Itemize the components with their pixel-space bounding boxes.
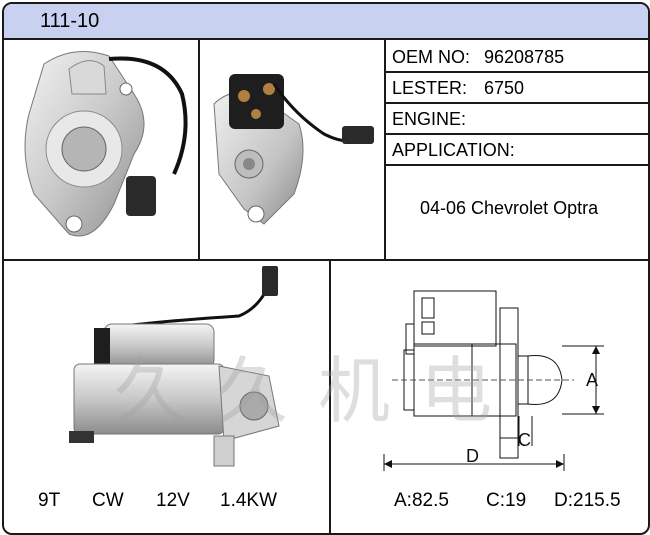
part-number: 111-10 xyxy=(40,10,100,32)
divider xyxy=(329,260,331,533)
dimension-label-d: D xyxy=(466,446,479,466)
divider xyxy=(4,259,648,261)
divider xyxy=(384,102,648,104)
oem-label: OEM NO: xyxy=(392,47,471,67)
dimension-label-c: C xyxy=(518,430,531,450)
application-value: 04-06 Chevrolet Optra xyxy=(420,198,599,218)
header-bar: 111-10 xyxy=(4,4,648,40)
engine-label: ENGINE: xyxy=(392,109,467,129)
lester-label: LESTER: xyxy=(392,78,468,98)
watermark-text: 久久机电 xyxy=(114,349,523,433)
divider xyxy=(198,38,200,260)
divider xyxy=(384,133,648,135)
spec-voltage: 12V xyxy=(156,490,190,511)
application-label: APPLICATION: xyxy=(392,140,515,160)
solenoid-photo xyxy=(213,74,374,225)
lester-value: 6750 xyxy=(484,78,525,98)
dimension-c-value: C:19 xyxy=(486,490,527,511)
divider xyxy=(384,164,648,166)
oem-value: 96208785 xyxy=(484,47,565,67)
dimension-d-value: D:215.5 xyxy=(554,490,621,511)
spec-power: 1.4KW xyxy=(220,490,278,511)
dimension-drawing: A C D xyxy=(383,290,604,471)
spec-rotation: CW xyxy=(92,490,124,511)
divider xyxy=(384,71,648,73)
spec-teeth: 9T xyxy=(38,490,61,511)
dimension-a-value: A:82.5 xyxy=(394,490,449,511)
starter-front-photo xyxy=(24,51,188,237)
starter-side-photo xyxy=(69,266,280,467)
dimension-label-a: A xyxy=(586,370,598,390)
divider xyxy=(384,38,386,260)
